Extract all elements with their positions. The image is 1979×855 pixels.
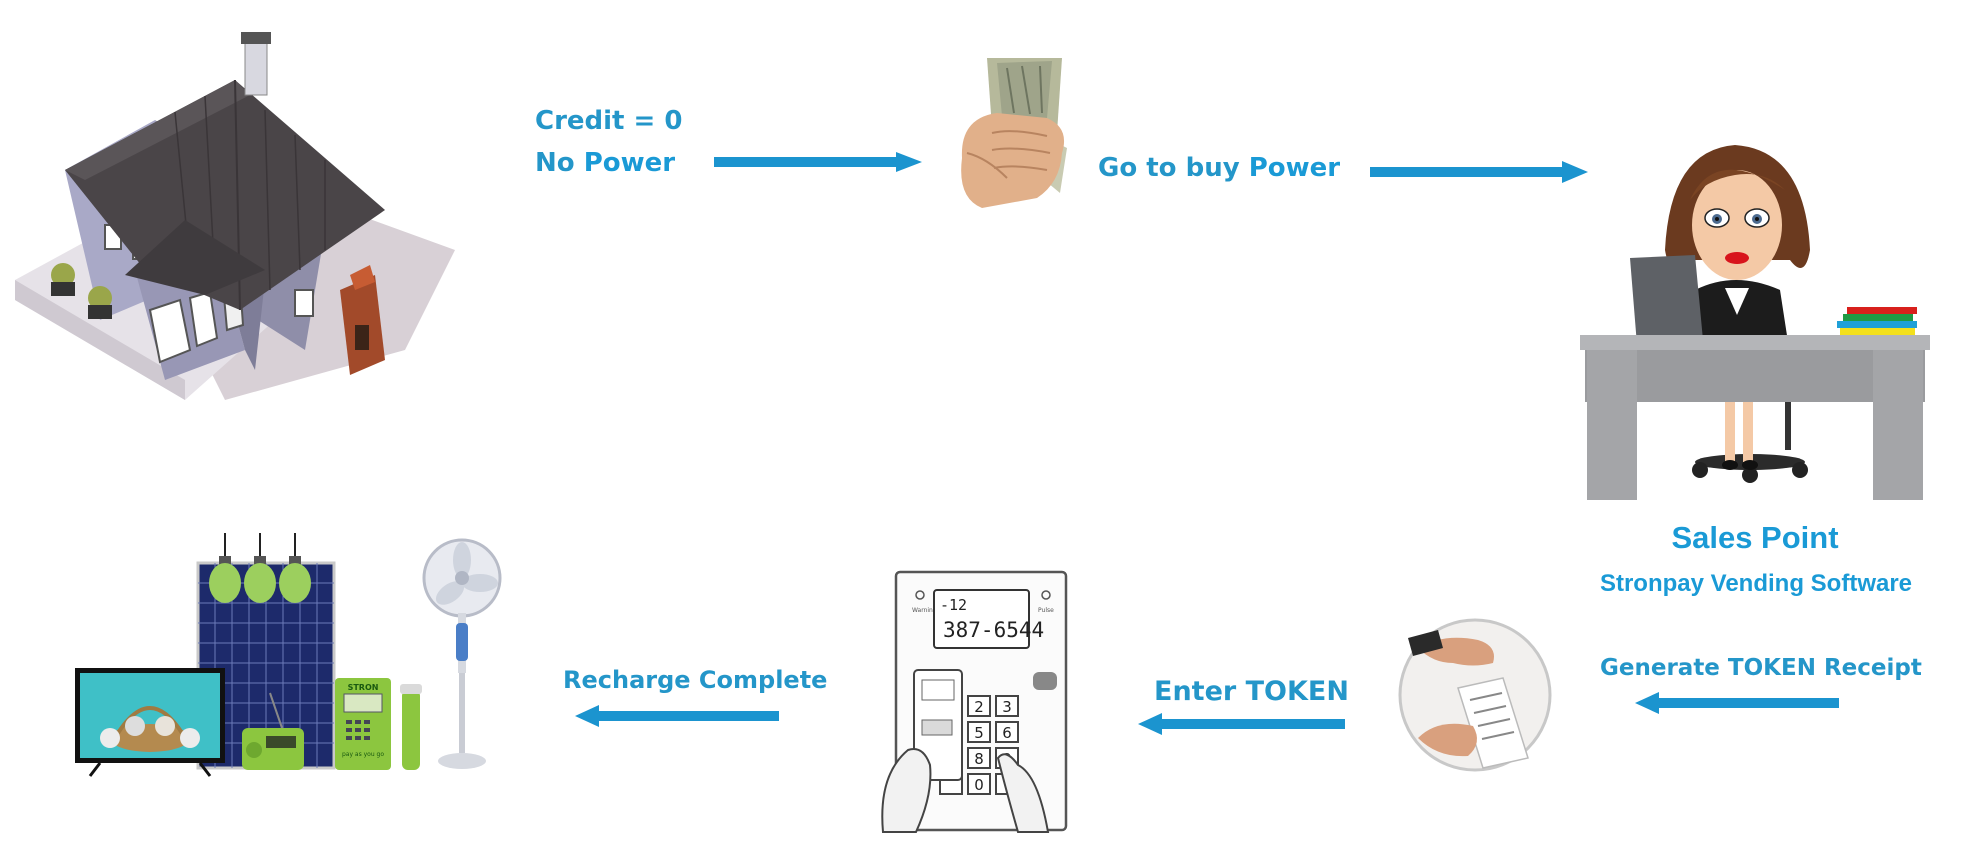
meter-display-top: -12 [940,596,967,614]
meter-key: 6 [1002,724,1012,742]
no-power-prefix: No [535,148,584,178]
receipt-handoff-icon [1398,618,1553,777]
meter-key: 3 [1002,698,1012,716]
meter-display-main: 387-6544 [943,618,1044,642]
credit-status-label: Credit = 0 [535,106,683,136]
meter-key: 5 [974,724,984,742]
arrow-right-icon [1370,161,1590,187]
go-to-buy-strong: Power [1248,153,1341,183]
arrow-left-icon [1138,713,1346,739]
meter-warning-indicator: Warning [912,607,937,614]
go-to-buy-prefix: Go to buy [1098,153,1249,183]
cash-hand-icon [952,58,1072,212]
sales-point-subtitle: Stronpay Vending Software [1599,570,1913,597]
arrow-left-icon [575,705,780,731]
no-power-strong: Power [583,148,676,178]
prepaid-meter-keypad-icon: Warning Pulse -12 387-6544 2 3 5 6 8 9 0 [878,570,1073,839]
meter-key: 0 [974,776,984,794]
sales-point-title: Sales Point [1671,520,1839,555]
kit-tagline-label: pay as you go [342,751,384,758]
go-to-buy-power-label: Go to buy Power [1098,153,1340,183]
arrow-right-icon [714,152,924,176]
kit-brand-label: STRON [348,683,379,692]
meter-key: 2 [974,698,984,716]
enter-token-label: Enter TOKEN [1154,676,1349,707]
sales-agent-icon [1575,140,1935,514]
no-power-label: No Power [535,148,675,178]
meter-key: 8 [974,750,984,768]
solar-home-kit-icon: STRON pay as you go [70,528,510,787]
house-icon [5,20,455,414]
recharge-complete-label: Recharge Complete [563,666,828,694]
generate-token-receipt-label: Generate TOKEN Receipt [1600,655,1922,681]
arrow-left-icon [1635,692,1840,718]
meter-pulse-indicator: Pulse [1038,607,1054,614]
